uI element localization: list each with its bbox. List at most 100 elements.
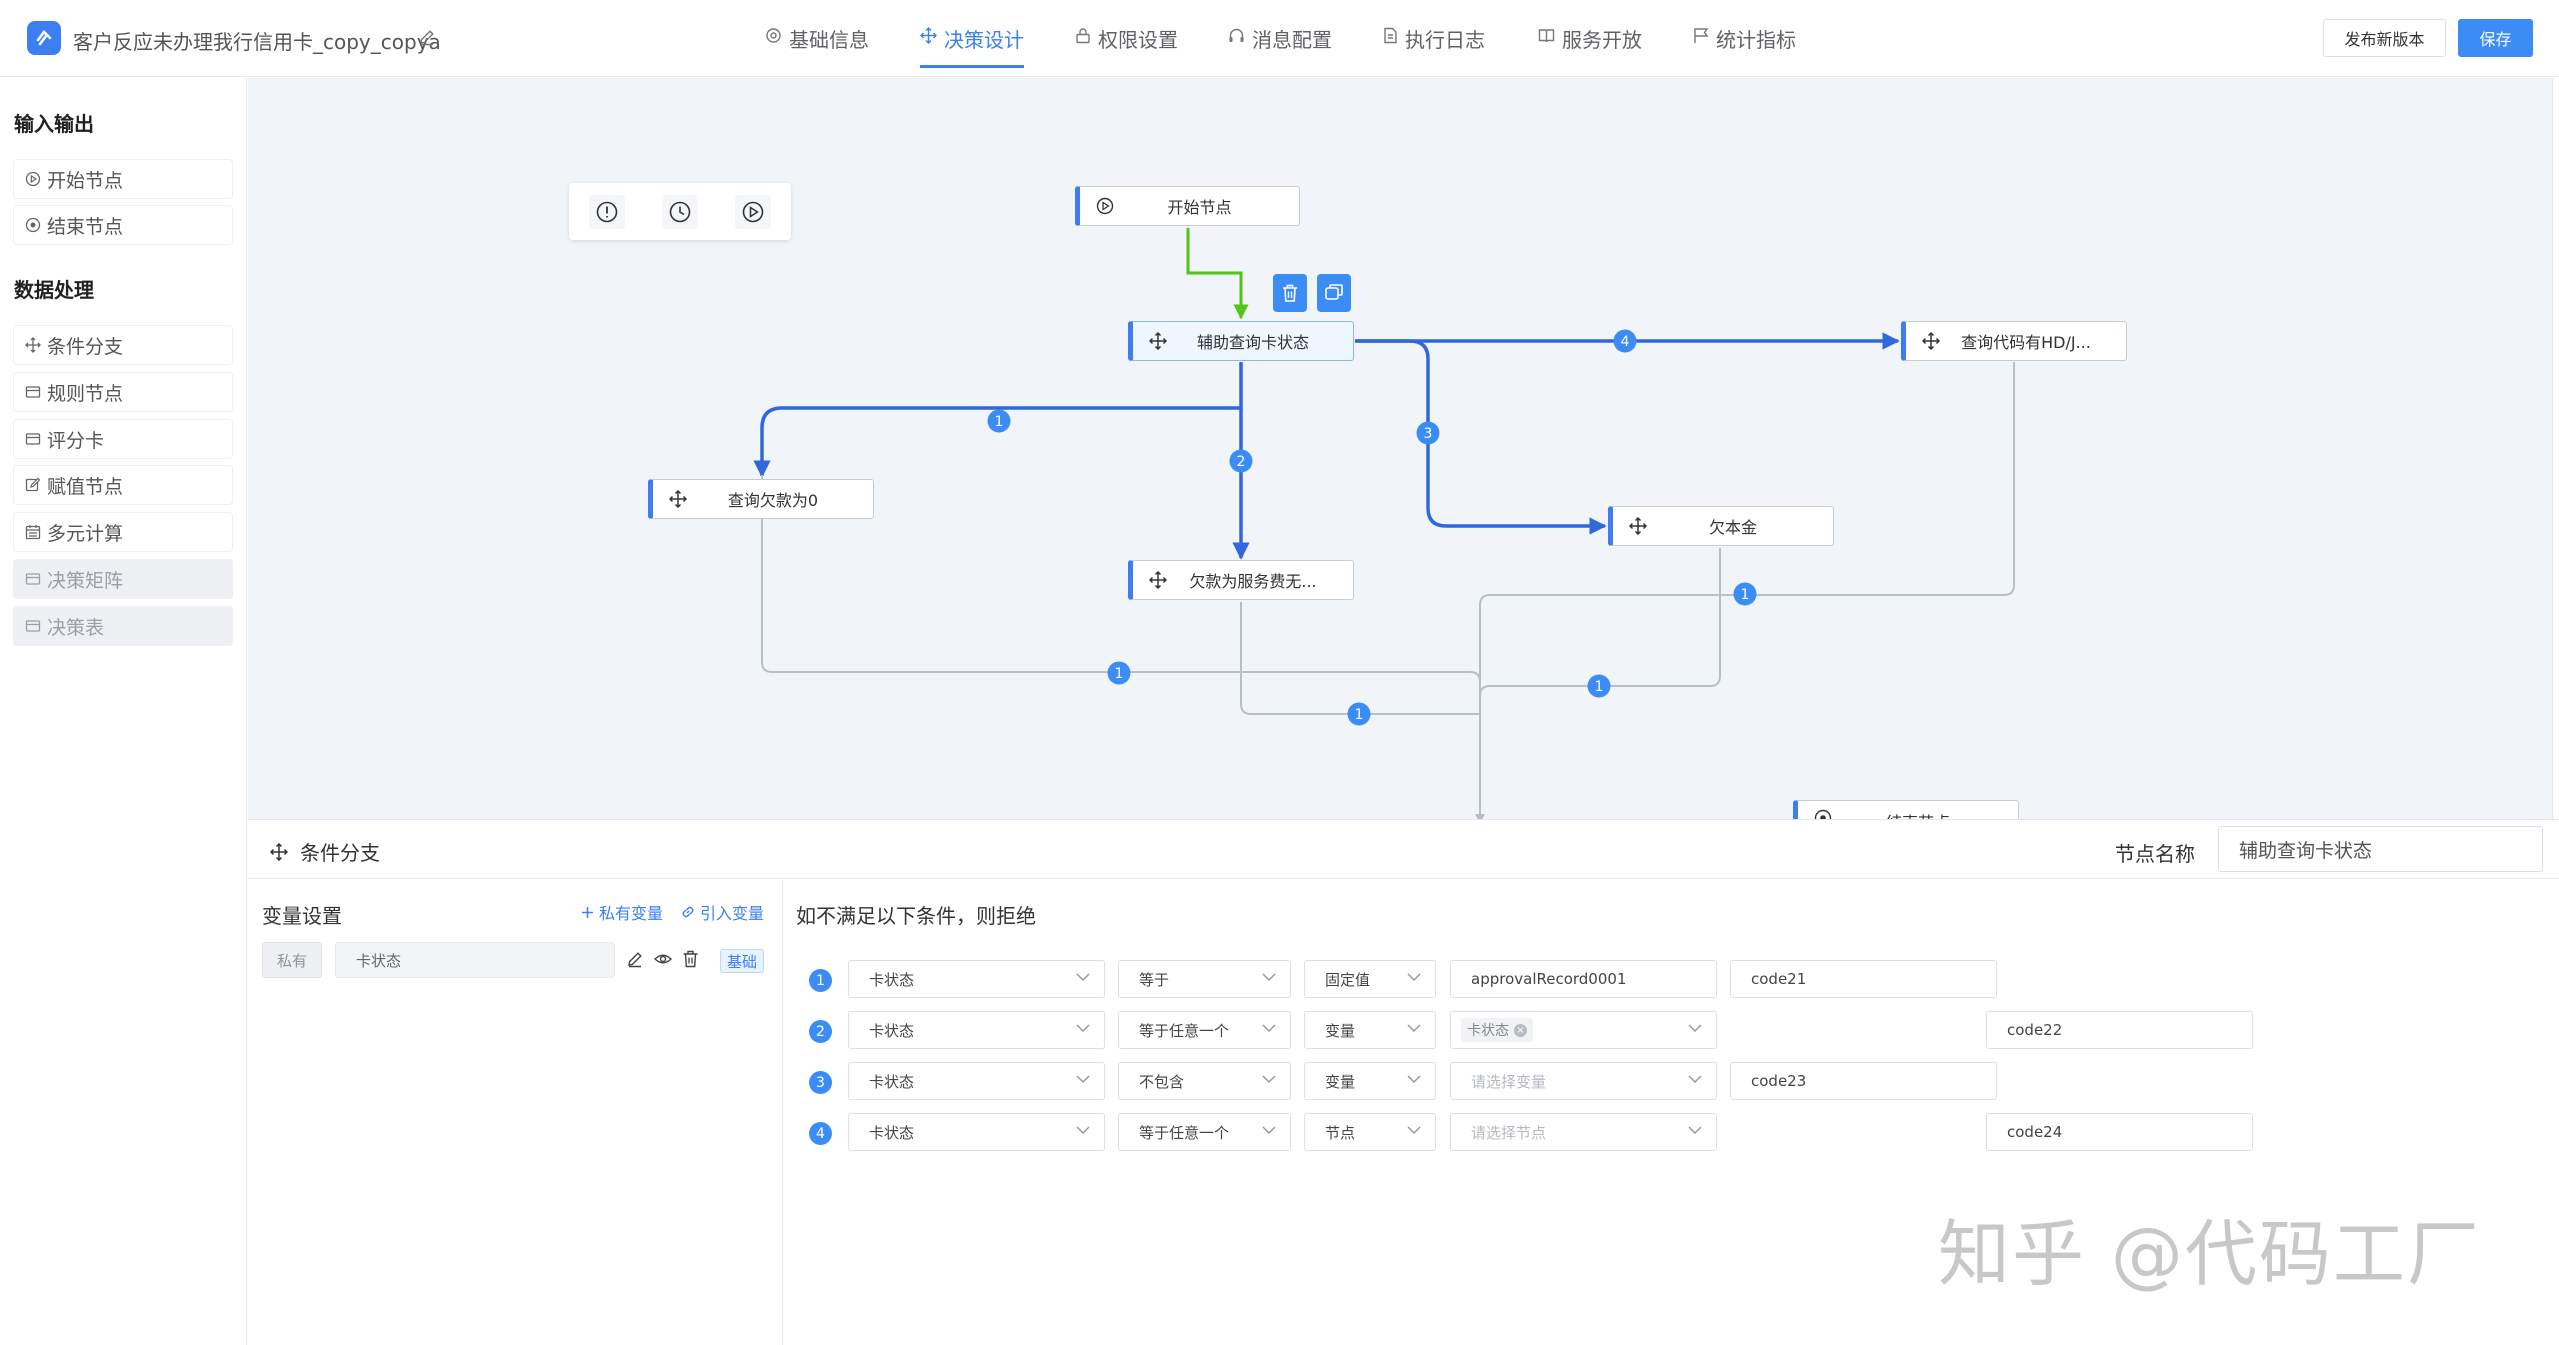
node-type-label: 条件分支 xyxy=(300,841,380,865)
field-select[interactable]: 卡状态 xyxy=(848,1011,1105,1049)
tab-execution-log[interactable]: 执行日志 xyxy=(1383,24,1485,68)
select-value: 等于任意一个 xyxy=(1139,1123,1230,1142)
svg-text:1: 1 xyxy=(1355,707,1364,723)
variable-settings-title: 变量设置 xyxy=(262,904,342,928)
node-end[interactable]: 结束节点 xyxy=(1793,800,2019,819)
select-placeholder: 请选择节点 xyxy=(1471,1123,1547,1142)
palette-item-scorecard[interactable]: 评分卡 xyxy=(13,419,233,459)
palette-item-label: 决策表 xyxy=(47,616,105,639)
save-button[interactable]: 保存 xyxy=(2458,19,2533,57)
field-select[interactable]: 卡状态 xyxy=(848,1113,1105,1151)
node-debt-service-fee[interactable]: 欠款为服务费无... xyxy=(1128,560,1354,600)
section-title-data: 数据处理 xyxy=(14,278,94,302)
variable-settings-panel: 变量设置 私有变量 引入变量 私有 卡状态 基础 xyxy=(248,880,783,1345)
node-query-debt-zero[interactable]: 查询欠款为0 xyxy=(648,479,874,519)
run-button[interactable] xyxy=(735,195,771,229)
copy-node-button[interactable] xyxy=(1317,274,1351,312)
variable-multi-select[interactable]: 卡状态× xyxy=(1450,1011,1717,1049)
tab-label: 决策设计 xyxy=(944,28,1024,52)
edge-principal-to-end xyxy=(1479,548,1721,697)
select-value: 变量 xyxy=(1325,1072,1356,1091)
operator-select[interactable]: 不包含 xyxy=(1118,1062,1291,1100)
move-icon xyxy=(270,842,288,861)
delete-node-button[interactable] xyxy=(1273,274,1307,312)
field-select[interactable]: 卡状态 xyxy=(848,1062,1105,1100)
operator-select[interactable]: 等于 xyxy=(1118,960,1291,998)
tab-basic-info[interactable]: 基础信息 xyxy=(765,24,869,68)
close-icon[interactable]: × xyxy=(1514,1023,1527,1037)
code-input[interactable]: code22 xyxy=(1986,1011,2253,1049)
condition-settings-panel: 如不满足以下条件，则拒绝 1 卡状态 等于 固定值 approvalRecord… xyxy=(784,880,2559,1345)
chevron-down-icon xyxy=(1262,1075,1276,1084)
svg-text:3: 3 xyxy=(1424,426,1433,442)
palette-item-end[interactable]: 结束节点 xyxy=(13,205,233,245)
tab-permission[interactable]: 权限设置 xyxy=(1075,24,1178,68)
operator-select[interactable]: 等于任意一个 xyxy=(1118,1011,1291,1049)
node-owe-principal[interactable]: 欠本金 xyxy=(1608,506,1834,546)
edit-icon[interactable] xyxy=(418,28,436,46)
tab-message[interactable]: 消息配置 xyxy=(1228,24,1332,68)
value-source-select[interactable]: 变量 xyxy=(1304,1011,1436,1049)
flow-canvas[interactable]: 4 3 1 2 1 1 1 1 开始节点 辅助查询卡状态 查询代码有HD/J..… xyxy=(248,78,2559,819)
palette-item-rule[interactable]: 规则节点 xyxy=(13,372,233,412)
chevron-down-icon xyxy=(1407,1126,1421,1135)
selected-variable-tag: 卡状态× xyxy=(1461,1018,1533,1042)
node-select[interactable]: 请选择节点 xyxy=(1450,1113,1717,1151)
code-input[interactable]: code24 xyxy=(1986,1113,2253,1151)
card-icon xyxy=(25,618,41,634)
top-bar: 客户反应未办理我行信用卡_copy_copya 基础信息 决策设计 权限设置 消… xyxy=(0,0,2559,77)
variable-select[interactable]: 请选择变量 xyxy=(1450,1062,1717,1100)
canvas-scrollbar[interactable] xyxy=(2552,78,2559,819)
svg-text:2: 2 xyxy=(1237,454,1246,470)
palette-item-assign[interactable]: 赋值节点 xyxy=(13,465,233,505)
edit-icon[interactable] xyxy=(626,950,644,968)
tab-label: 基础信息 xyxy=(789,28,869,52)
palette-item-multi-calc[interactable]: 多元计算 xyxy=(13,512,233,552)
value-source-select[interactable]: 变量 xyxy=(1304,1062,1436,1100)
history-button[interactable] xyxy=(662,195,698,229)
svg-text:1: 1 xyxy=(1115,666,1124,682)
tab-statistics[interactable]: 统计指标 xyxy=(1693,24,1796,68)
value-source-select[interactable]: 节点 xyxy=(1304,1113,1436,1151)
node-start[interactable]: 开始节点 xyxy=(1075,186,1300,226)
import-variable-link[interactable]: 引入变量 xyxy=(681,900,764,924)
code-input[interactable]: code23 xyxy=(1730,1062,1997,1100)
info-icon xyxy=(595,200,619,224)
canvas-toolbar xyxy=(569,183,791,240)
fixed-value-input[interactable]: approvalRecord0001 xyxy=(1450,960,1717,998)
node-query-code-hd[interactable]: 查询代码有HD/J... xyxy=(1901,321,2127,361)
value-source-select[interactable]: 固定值 xyxy=(1304,960,1436,998)
select-value: 固定值 xyxy=(1325,970,1371,989)
tab-decision-design[interactable]: 决策设计 xyxy=(920,24,1024,68)
select-value: 等于 xyxy=(1139,970,1170,989)
palette-item-condition[interactable]: 条件分支 xyxy=(13,325,233,365)
tab-service-open[interactable]: 服务开放 xyxy=(1538,24,1642,68)
chevron-down-icon xyxy=(1076,1075,1090,1084)
code-input[interactable]: code21 xyxy=(1730,960,1997,998)
eye-icon[interactable] xyxy=(654,950,672,968)
palette-item-label: 条件分支 xyxy=(47,335,124,358)
node-aux-query-card-status[interactable]: 辅助查询卡状态 xyxy=(1128,321,1354,361)
edge-label-1-hd: 1 xyxy=(1733,582,1757,606)
operator-select[interactable]: 等于任意一个 xyxy=(1118,1113,1291,1151)
field-select[interactable]: 卡状态 xyxy=(848,960,1105,998)
tab-label: 服务开放 xyxy=(1562,28,1642,52)
palette-item-label: 赋值节点 xyxy=(47,475,124,498)
add-private-variable-link[interactable]: 私有变量 xyxy=(581,900,663,924)
trash-icon[interactable] xyxy=(682,950,699,968)
palette-item-start[interactable]: 开始节点 xyxy=(13,159,233,199)
publish-version-button[interactable]: 发布新版本 xyxy=(2323,19,2446,57)
palette-item-label: 结束节点 xyxy=(47,215,124,238)
chevron-down-icon xyxy=(1262,1126,1276,1135)
variable-name-field: 卡状态 xyxy=(335,942,615,978)
palette-item-label: 多元计算 xyxy=(47,522,124,545)
select-value: 等于任意一个 xyxy=(1139,1021,1230,1040)
chevron-down-icon xyxy=(1688,1126,1702,1135)
info-button[interactable] xyxy=(589,195,625,229)
node-name-input[interactable] xyxy=(2218,826,2543,872)
edge-fee-to-end xyxy=(1240,602,1480,715)
select-value: 卡状态 xyxy=(869,1072,915,1091)
flow-edges: 4 3 1 2 1 1 1 1 xyxy=(753,228,2015,819)
variable-type-badge: 基础 xyxy=(720,949,765,973)
stop-circle-icon xyxy=(1814,809,1832,819)
